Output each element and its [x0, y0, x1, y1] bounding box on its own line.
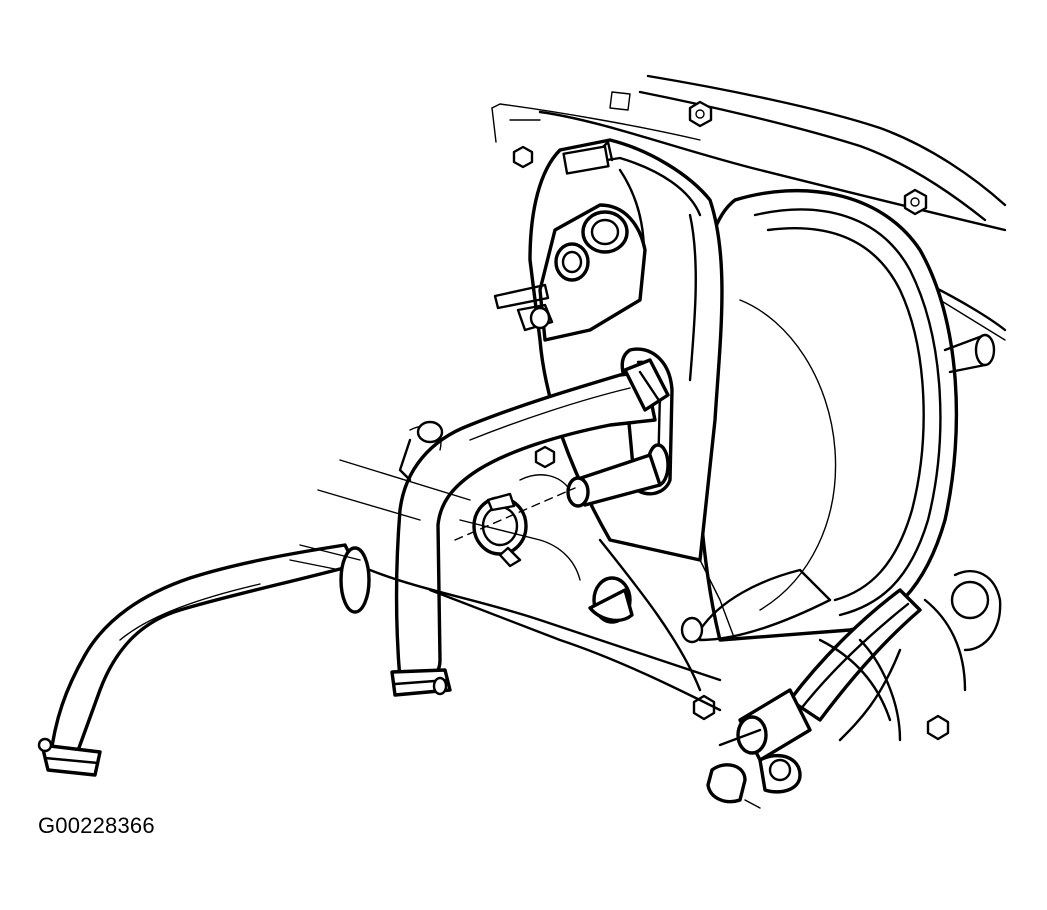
bolt-icon [512, 145, 534, 169]
figure-id-label: G00228366 [38, 813, 155, 838]
upper-heater-hose [390, 358, 670, 697]
panel-bolts [512, 100, 950, 741]
bolt-icon [692, 694, 716, 721]
bolt-icon [688, 100, 713, 128]
bolt-icon [926, 714, 950, 741]
steering-shaft [706, 588, 922, 809]
mounting-bracket [528, 138, 724, 562]
expansion-valve [493, 203, 647, 342]
bolt-icon [534, 445, 556, 469]
bolt-icon [903, 188, 928, 216]
lower-heater-hose [37, 543, 371, 777]
frame-rails [289, 420, 736, 712]
hose-clamp [454, 487, 576, 568]
